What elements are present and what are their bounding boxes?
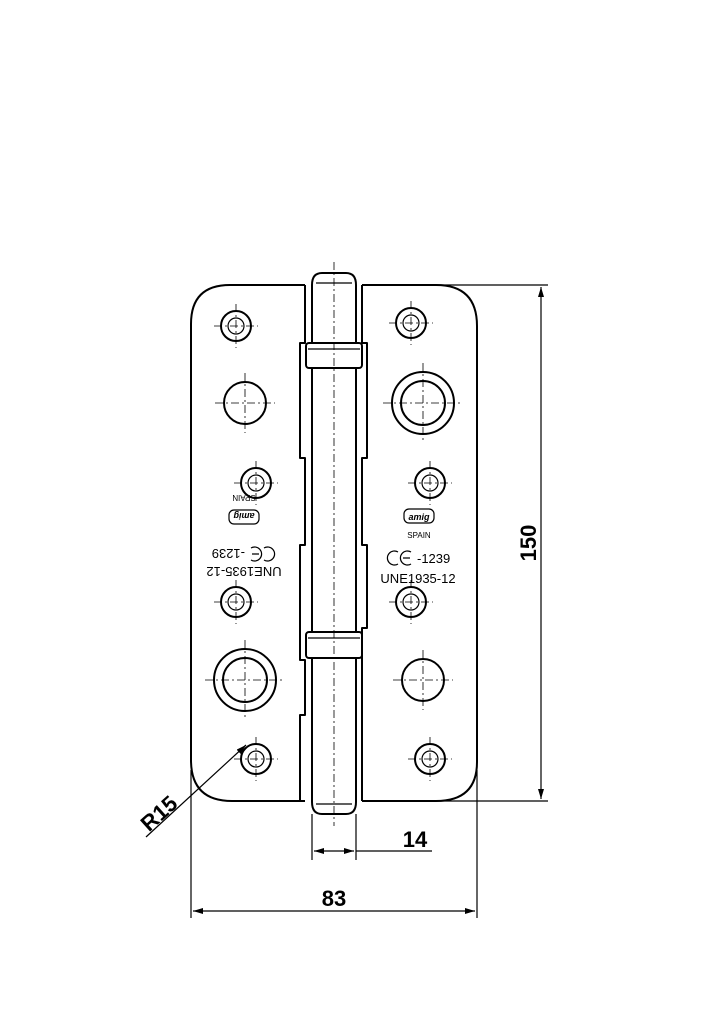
knuckle-pin xyxy=(305,262,363,826)
standard-mark: UNE1935-12 xyxy=(380,571,455,586)
hole-countersunk xyxy=(389,580,433,624)
hole-countersunk xyxy=(408,737,452,781)
knuckle-dimension: 14 xyxy=(311,814,432,860)
right-leaf xyxy=(361,284,478,802)
brand-logo: amig xyxy=(403,508,435,524)
screw-holes xyxy=(205,301,463,781)
ce-mark-icon xyxy=(250,546,276,562)
height-dimension: 150 xyxy=(436,284,548,802)
svg-text:amig: amig xyxy=(233,511,255,521)
hole-countersunk xyxy=(214,580,258,624)
hole-countersunk xyxy=(408,461,452,505)
right-leaf-markings: amig SPAIN -1239 UNE1935-12 xyxy=(380,508,456,586)
hole-countersunk xyxy=(214,304,258,348)
svg-text:amig: amig xyxy=(408,512,430,522)
width-label: 83 xyxy=(322,886,346,911)
country-mark: SPAIN xyxy=(232,493,256,502)
country-mark: SPAIN xyxy=(407,531,431,540)
radius-label: R15 xyxy=(136,791,183,837)
hole-countersunk xyxy=(234,737,278,781)
ce-number: -1239 xyxy=(417,551,450,566)
standard-mark: UNE1935-12 xyxy=(206,564,281,579)
width-dimension: 83 xyxy=(190,770,478,918)
hole-countersunk xyxy=(389,301,433,345)
brand-logo: amig xyxy=(228,509,260,525)
height-label: 150 xyxy=(516,525,541,562)
hole-plain xyxy=(215,373,275,433)
hole-countersunk xyxy=(234,461,278,505)
left-leaf-markings: amig SPAIN -1239 UNE1935-12 xyxy=(206,493,281,579)
hole-ring xyxy=(383,363,463,443)
hole-plain xyxy=(393,650,453,710)
left-leaf xyxy=(190,284,306,802)
hole-ring xyxy=(205,640,285,720)
ce-mark-icon xyxy=(386,550,412,566)
ce-number: -1239 xyxy=(212,546,245,561)
knuckle-label: 14 xyxy=(403,827,428,852)
